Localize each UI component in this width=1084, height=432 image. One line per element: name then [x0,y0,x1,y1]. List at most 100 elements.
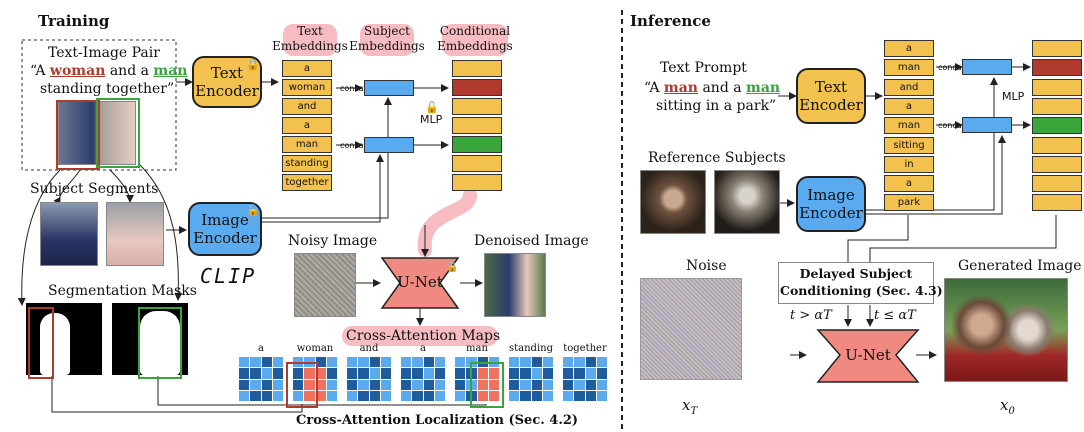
cond-right-label: t ≤ αT [874,308,916,323]
noise-label: Noise [686,258,727,274]
cond-emb-highlight [442,24,508,56]
clip-label: CLIP [200,264,257,288]
conditional-embeddings-label: Conditional Embeddings [437,24,513,53]
conditional-embedding-cell [1032,97,1082,115]
conditional-embedding-cell [1032,194,1082,212]
reference-subjects-label: Reference Subjects [648,150,786,166]
inference-title: Inference [630,12,711,30]
denoised-image [484,253,546,317]
text-encoder-inference: Text Encoder [796,68,866,124]
noisy-image-label: Noisy Image [288,233,378,249]
pair-title: Text-Image Pair [48,45,160,61]
unet-training-label: U-Net [397,273,443,291]
noisy-image [294,253,356,317]
training-token: together [282,174,332,191]
image-encoder-inference: Image Encoder [796,176,866,232]
conditional-embedding-cell [1032,40,1082,57]
conditional-embedding-cell [1032,175,1082,193]
training-title: Training [38,12,110,30]
localization-label: Cross-Attention Localization (Sec. 4.2) [296,413,579,428]
delayed-box [778,262,934,304]
inference-word-man-2: man [746,80,781,96]
training-token: a [282,60,332,77]
training-token: and [282,98,332,115]
inference-caption-line1: “A man and a man [644,80,781,96]
attention-map [401,357,445,401]
x0-label: x0 [1000,396,1015,417]
inference-word-man-1: man [663,80,698,96]
concat-label-1: concat. [340,84,370,93]
reference-einstein-photo [714,170,780,234]
concat-label-2: concat. [340,141,370,150]
pair-caption-line2: standing together” [40,81,175,97]
inference-subject-embedding-2 [962,117,1012,133]
text-prompt-label: Text Prompt [660,60,747,76]
inference-token: park [884,194,934,212]
conditional-embedding-cell [452,174,502,191]
inference-concat-1: concat. [938,63,968,72]
mlp-label-inference: MLP [1002,90,1025,103]
xT-label: xT [682,396,698,417]
training-token: man [282,136,332,153]
reference-newton-photo [640,170,706,234]
text-embeddings-label: Text Embeddings [272,24,348,53]
text-encoder-training: Text Encoder [192,56,262,108]
denoised-image-label: Denoised Image [474,233,589,249]
conditional-embedding-cell [1032,59,1082,77]
inference-concat-2: concat. [938,121,968,130]
lock-icon: 🔒 [246,58,260,71]
attention-map [293,357,337,401]
conditional-embedding-cell [452,155,502,172]
inference-token: a [884,40,934,57]
conditional-embedding-cell [1032,78,1082,96]
pair-caption-line1: “A woman and a man [30,63,188,79]
segment-woman-photo [40,202,98,266]
subject-embedding-woman [364,80,414,96]
mask-woman [26,303,102,375]
subject-emb-highlight [360,24,414,56]
subject-embedding-man [364,137,414,153]
inference-token: a [884,175,934,193]
inference-token: sitting [884,136,934,154]
inference-token: a [884,97,934,115]
unet-inference-label: U-Net [845,346,891,364]
generated-image-label: Generated Image [958,258,1082,274]
conditional-embedding-cell [452,60,502,77]
mask-woman-box [28,307,54,379]
segment-man-photo [106,202,164,266]
caption-word-man: man [153,63,188,79]
inference-caption-line2: sitting in a park” [656,98,777,114]
conditional-embedding-cell [452,98,502,115]
cond-left-label: t > αT [790,308,832,323]
attention-map-label: a [258,343,264,354]
inference-token: in [884,155,934,173]
generated-image [944,278,1068,382]
inference-token: man [884,117,934,135]
attention-map [563,357,607,401]
conditional-embedding-cell [452,117,502,134]
cross-attention-maps-label: Cross-Attention Maps [346,328,501,344]
image-encoder-training: Image Encoder [188,202,262,256]
conditional-embedding-cell [1032,136,1082,154]
woman-box [56,100,100,170]
lock-icon: 🔓 [425,101,439,114]
attn-maps-highlight [342,326,498,346]
inference-subject-embedding-1 [962,59,1012,75]
delayed-label: Delayed Subject Conditioning (Sec. 4.3) [780,266,943,298]
attention-map-label: together [563,343,607,354]
mlp-label-training: MLP [420,113,443,126]
noise-image [640,278,742,380]
attention-map [455,357,499,401]
attention-map [239,357,283,401]
conditional-embedding-cell [452,79,502,96]
training-token: a [282,117,332,134]
attention-map [509,357,553,401]
man-box [96,98,140,168]
mask-man-box [138,307,182,379]
caption-word-woman: woman [49,63,106,79]
conditional-embedding-cell [1032,155,1082,173]
inference-token: man [884,59,934,77]
attention-map-label: woman [296,343,334,354]
attention-map-label: standing [509,343,553,354]
